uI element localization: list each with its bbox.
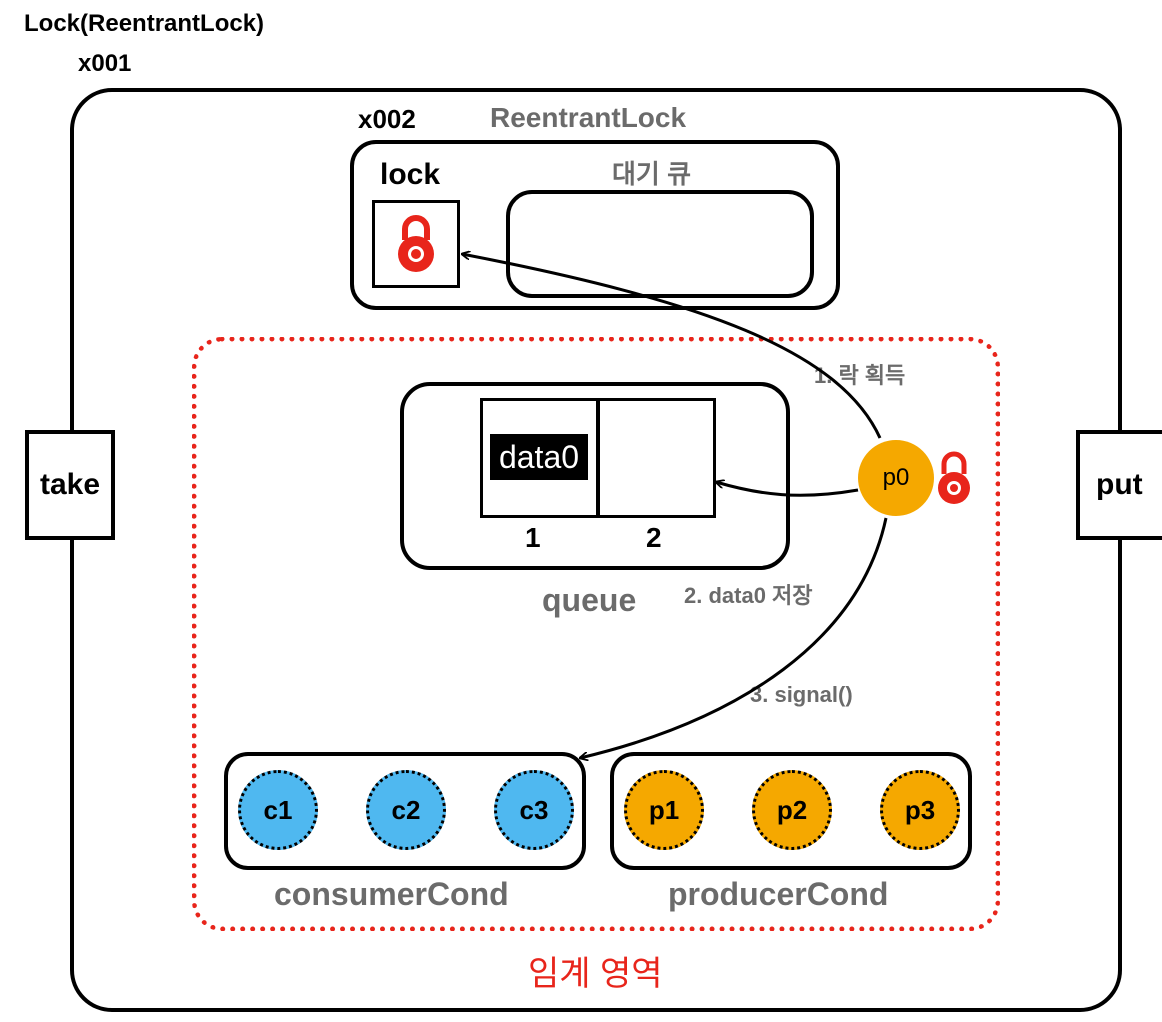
queue-item-data0: data0 (490, 434, 588, 480)
consumer-thread-c1: c1 (238, 770, 318, 850)
take-button[interactable]: take (25, 430, 115, 540)
arrow-acquire-lock (462, 254, 882, 439)
step2-label: 2. data0 저장 (684, 583, 813, 608)
reentrant-lock-box (350, 140, 840, 310)
arrow-signal (580, 517, 888, 758)
lock-label: lock (380, 158, 441, 191)
producer-cond-label: producerCond (668, 876, 889, 912)
arrow-store-data (716, 482, 859, 497)
outer-container (70, 88, 1122, 1012)
queue-slot-2 (596, 398, 716, 518)
reentrant-lock-name: ReentrantLock (490, 102, 687, 133)
held-padlock-icon (938, 451, 970, 504)
consumer-thread-c2: c2 (366, 770, 446, 850)
consumer-cond-box (224, 752, 586, 870)
c3-label: c3 (519, 794, 549, 825)
queue-label: queue (542, 582, 637, 618)
producer-thread-p3: p3 (880, 770, 960, 850)
queue-index-2: 2 (646, 522, 662, 553)
instance-id: x001 (78, 50, 132, 77)
producer-cond-box (610, 752, 972, 870)
wait-queue-label: 대기 큐 (612, 159, 691, 189)
p2-label: p2 (776, 794, 808, 825)
p3-label: p3 (904, 794, 936, 825)
step3-label: 3. signal() (750, 682, 853, 707)
queue-index-1: 1 (525, 522, 541, 553)
reentrant-lock-id: x002 (358, 104, 416, 134)
critical-section-border (192, 337, 1000, 931)
consumer-cond-label: consumerCond (274, 876, 509, 912)
p0-label: p0 (882, 464, 910, 491)
critical-section-label: 임계 영역 (528, 955, 663, 993)
put-label: put (1096, 468, 1143, 501)
producer-thread-p1: p1 (624, 770, 704, 850)
producer-thread-p0: p0 (858, 440, 934, 516)
put-button[interactable]: put (1076, 430, 1162, 540)
take-label: take (39, 468, 101, 501)
p1-label: p1 (648, 794, 680, 825)
producer-thread-p2: p2 (752, 770, 832, 850)
consumer-thread-c3: c3 (494, 770, 574, 850)
lock-slot (372, 200, 460, 288)
diagram-title: Lock(ReentrantLock) (24, 10, 265, 37)
padlock-icon (398, 215, 434, 272)
queue-box (400, 382, 790, 570)
wait-queue-box (506, 190, 814, 298)
c2-label: c2 (391, 794, 421, 825)
c1-label: c1 (263, 794, 293, 825)
